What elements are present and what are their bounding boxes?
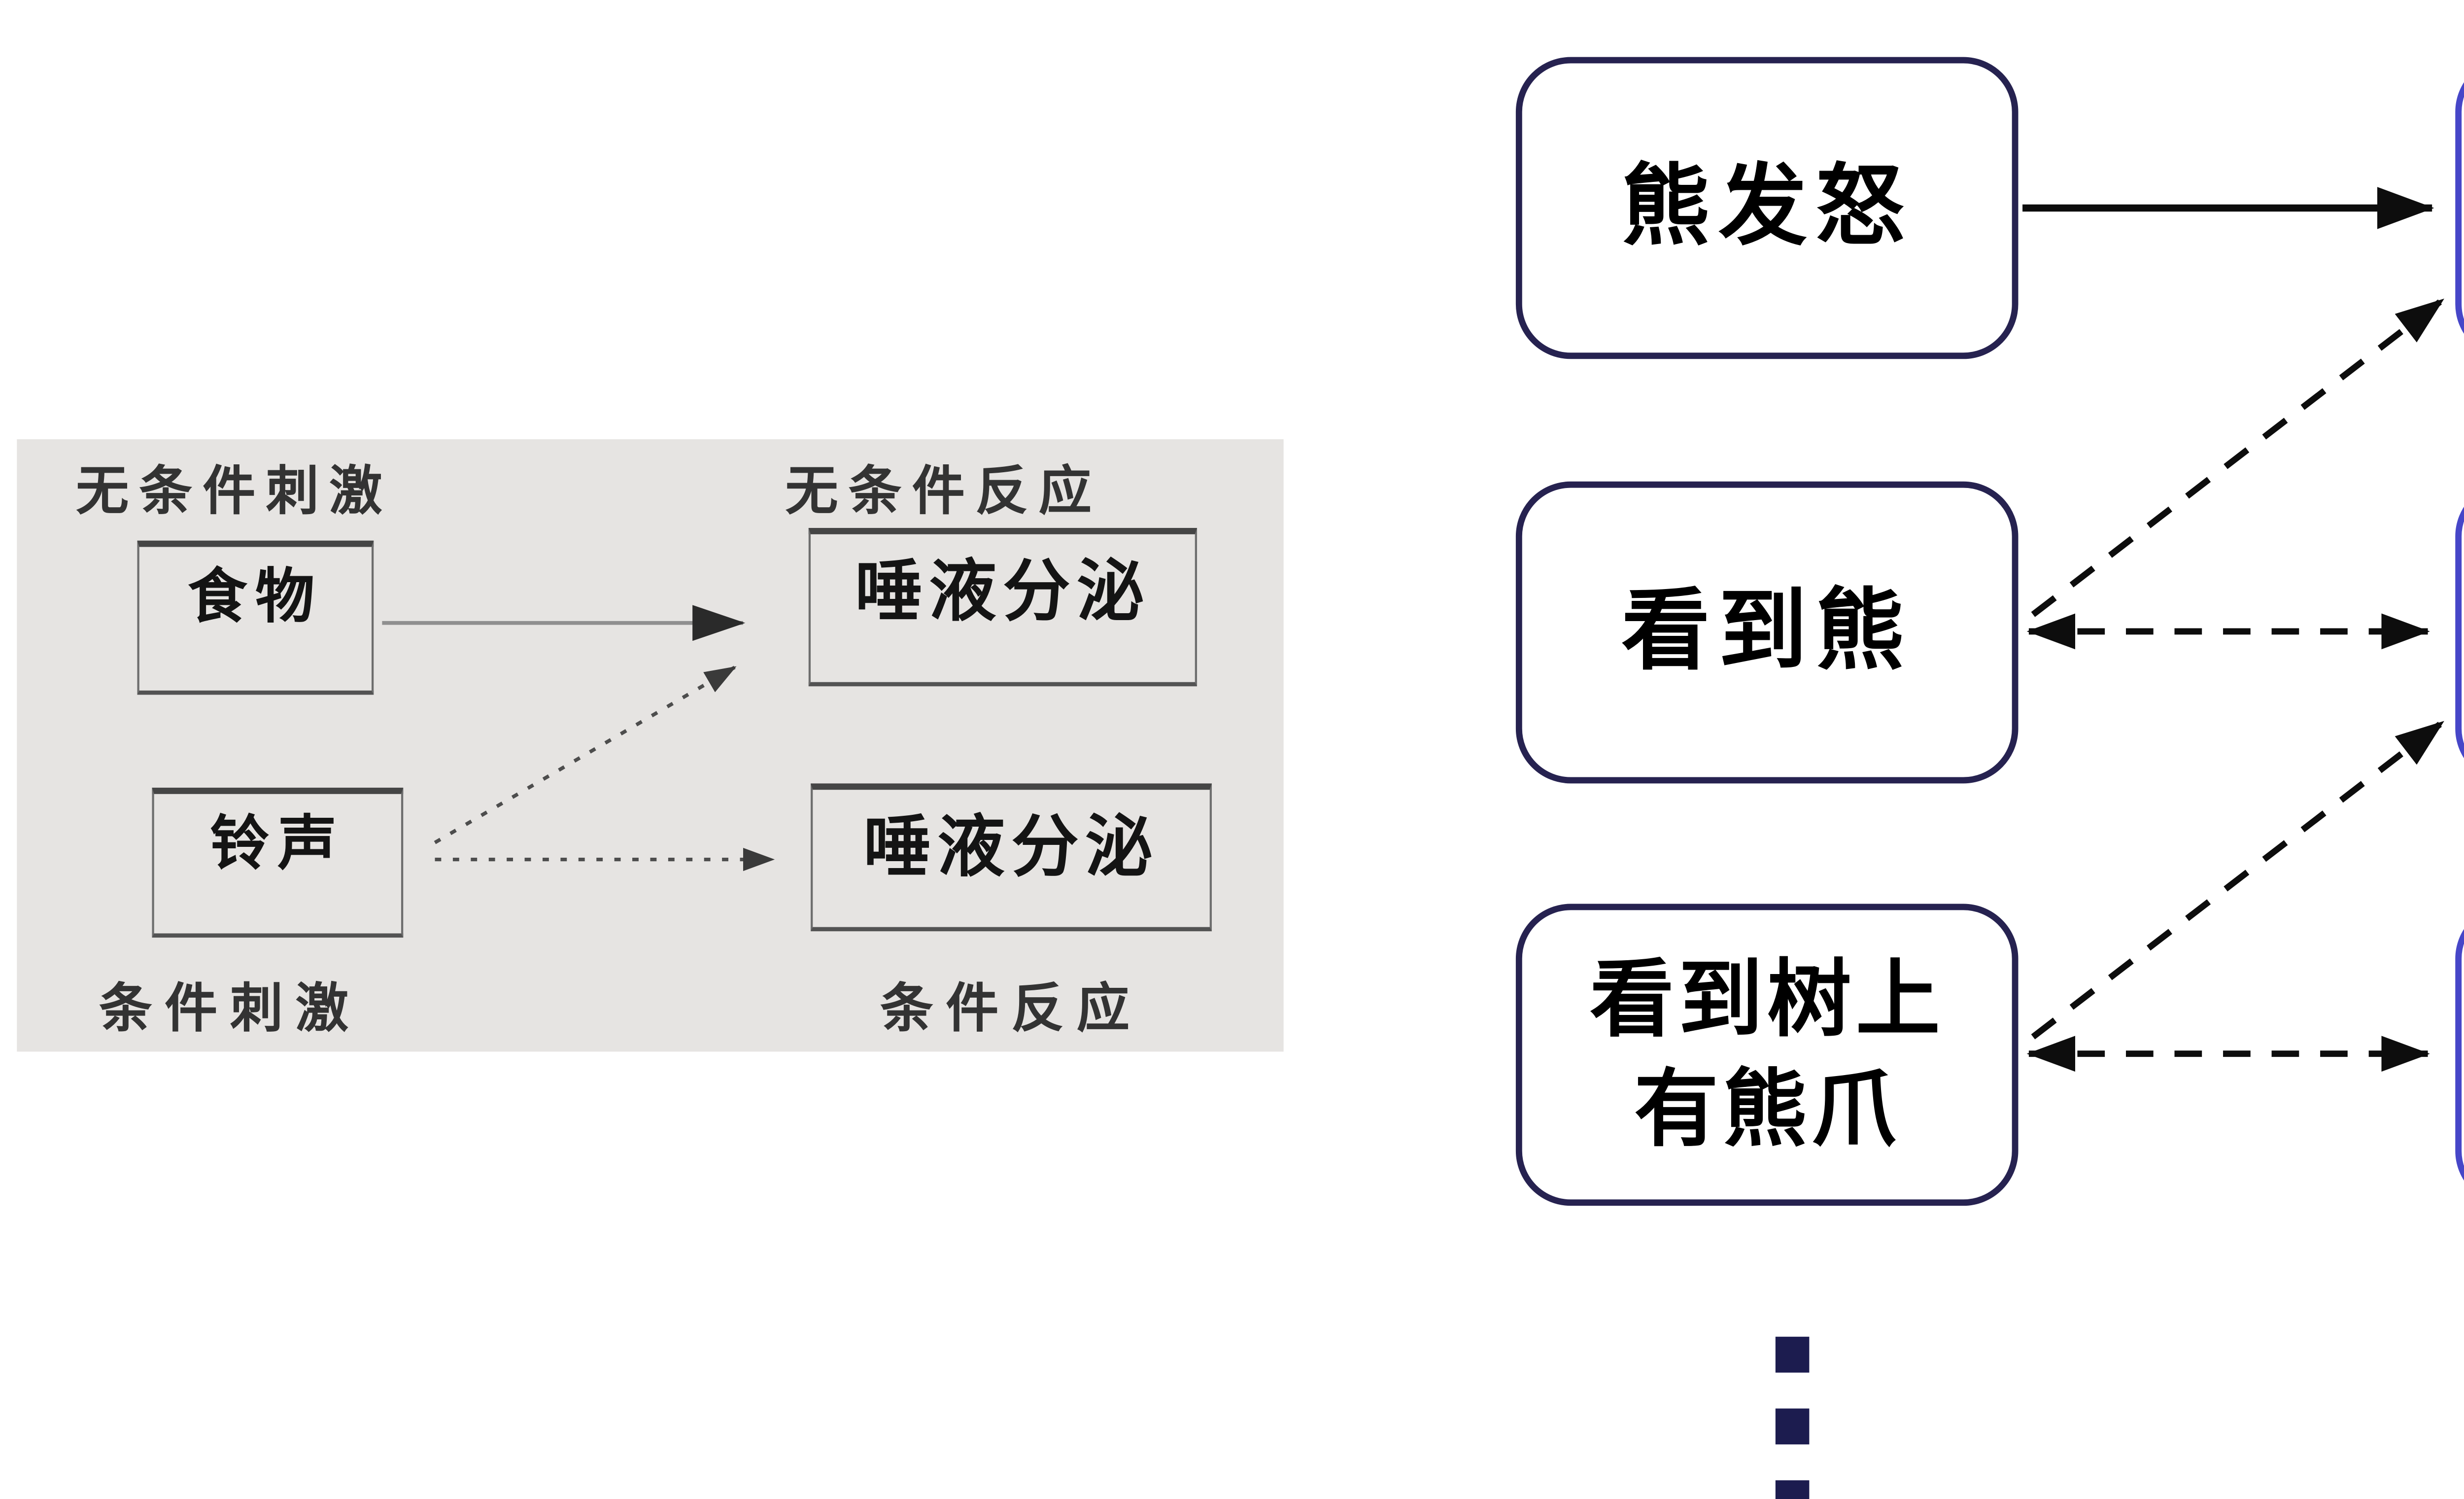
box-bear-anger-label: 熊发怒 [1621, 157, 1913, 256]
label-unconditioned-stimulus: 无条件刺激 [76, 462, 393, 522]
ellipsis-dot-left-2 [1775, 1408, 1809, 1445]
label-conditioned-response: 条件反应 [880, 979, 1142, 1039]
box-see-bear: 看到熊 [1515, 481, 2019, 784]
box-see-claw-line1: 看到树上 [1589, 953, 1945, 1046]
box-see-claw-line2: 有熊爪 [1634, 1063, 1900, 1156]
box-value-next-state: V(s′) [2455, 481, 2464, 784]
box-bell-label: 铃声 [210, 811, 345, 876]
box-salivation-bottom-label: 唾液分泌 [863, 808, 1159, 885]
box-see-bear-label: 看到熊 [1621, 581, 1913, 681]
box-bear-anger: 熊发怒 [1515, 57, 2019, 359]
box-value-state: V(s) [2455, 904, 2464, 1206]
box-food: 食物 [137, 540, 374, 695]
label-unconditioned-response: 无条件反应 [785, 462, 1102, 522]
box-salivation-top-label: 唾液分泌 [855, 553, 1151, 629]
box-bell: 铃声 [152, 787, 404, 938]
box-salivation-bottom: 唾液分泌 [811, 783, 1212, 932]
arrow-see-claw-to-value-next-dashed [2031, 720, 2445, 1040]
ellipsis-dot-left-3 [1775, 1480, 1809, 1499]
arrow-see-bear-to-reward-dashed [2031, 297, 2445, 617]
label-conditioned-stimulus: 条件刺激 [99, 979, 361, 1039]
box-reward: 奖励 [2455, 57, 2464, 359]
box-salivation-top: 唾液分泌 [808, 528, 1198, 687]
box-food-label: 食物 [188, 563, 323, 629]
ellipsis-dot-left-1 [1775, 1336, 1809, 1373]
box-see-claw: 看到树上 有熊爪 [1515, 904, 2019, 1206]
pavlov-conditioning-panel: 无条件刺激 无条件反应 食物 唾液分泌 铃声 唾液分泌 条件刺激 条件反应 [17, 439, 1284, 1052]
